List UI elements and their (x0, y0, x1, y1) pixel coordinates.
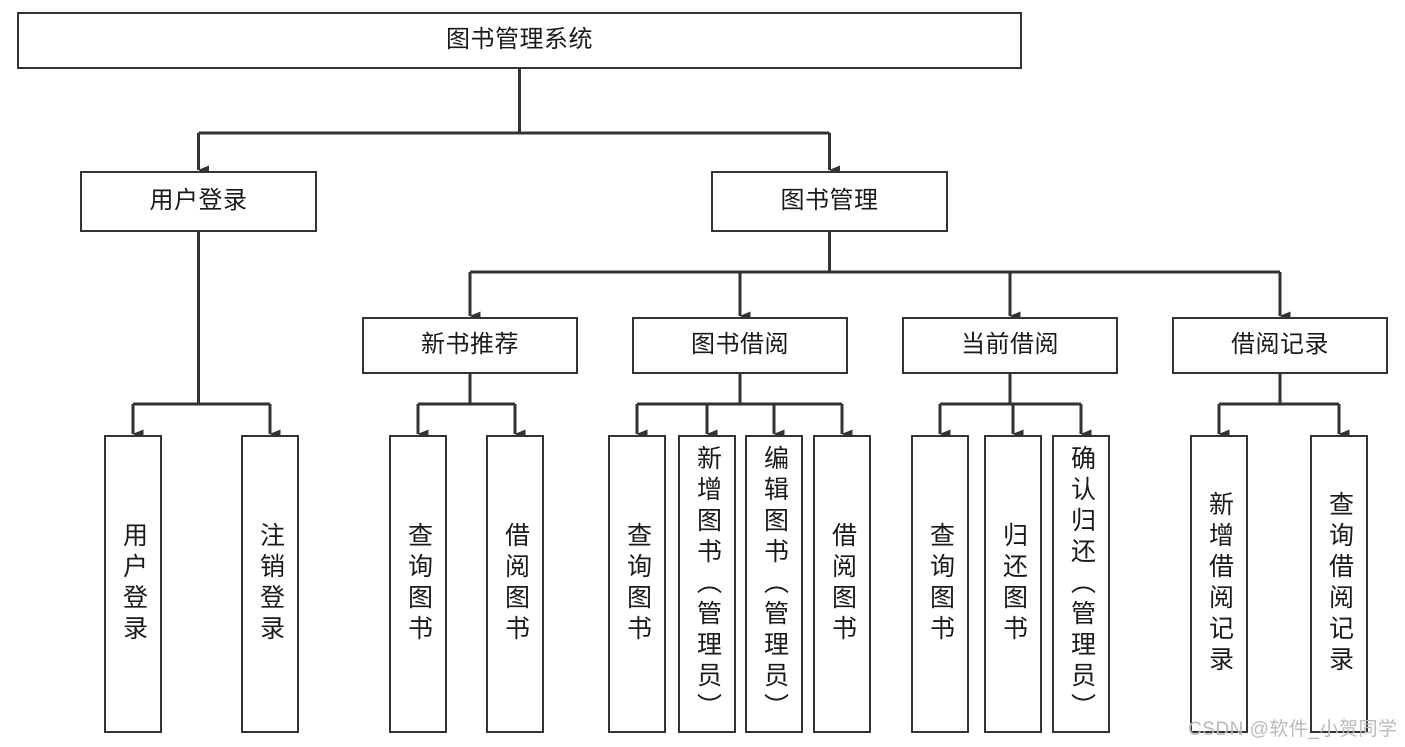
node-label-leaf-bb-borrow: 借阅图书 (828, 522, 857, 646)
node-label-leaf-br-add: 新增借阅记录 (1205, 491, 1234, 677)
node-label-leaf-bb-edit: 编辑图书（管理员） (760, 444, 789, 724)
node-leaf-cb-return[interactable]: 归还图书 (984, 435, 1042, 733)
node-label-current-borrow: 当前借阅 (961, 331, 1059, 359)
node-label-root: 图书管理系统 (446, 26, 593, 54)
watermark-label: CSDN @软件_小贺同学 (1188, 719, 1398, 740)
node-root[interactable]: 图书管理系统 (17, 12, 1022, 69)
node-label-leaf-br-query: 查询借阅记录 (1325, 491, 1354, 677)
node-leaf-bb-query[interactable]: 查询图书 (608, 435, 666, 733)
node-leaf-rec-query[interactable]: 查询图书 (389, 435, 447, 733)
node-label-user-login: 用户登录 (149, 187, 248, 215)
node-label-leaf-cb-return: 归还图书 (999, 522, 1028, 646)
node-label-leaf-bb-add: 新增图书（管理员） (693, 444, 722, 724)
node-leaf-br-query[interactable]: 查询借阅记录 (1310, 435, 1368, 733)
node-user-login[interactable]: 用户登录 (80, 171, 317, 232)
node-label-leaf-bb-query: 查询图书 (623, 522, 652, 646)
node-label-book-manage: 图书管理 (780, 187, 879, 215)
node-book-borrow[interactable]: 图书借阅 (632, 317, 848, 374)
node-label-book-borrow: 图书借阅 (691, 331, 789, 359)
node-leaf-user-login[interactable]: 用户登录 (104, 435, 162, 733)
node-leaf-cb-confirm[interactable]: 确认归还（管理员） (1052, 435, 1110, 733)
node-new-book-rec[interactable]: 新书推荐 (362, 317, 578, 374)
node-current-borrow[interactable]: 当前借阅 (902, 317, 1118, 374)
node-leaf-bb-edit[interactable]: 编辑图书（管理员） (745, 435, 803, 733)
node-leaf-rec-borrow[interactable]: 借阅图书 (486, 435, 544, 733)
node-book-manage[interactable]: 图书管理 (711, 171, 948, 232)
node-borrow-record[interactable]: 借阅记录 (1172, 317, 1388, 374)
node-label-new-book-rec: 新书推荐 (421, 331, 519, 359)
node-label-leaf-cb-confirm: 确认归还（管理员） (1067, 444, 1096, 724)
node-leaf-bb-add[interactable]: 新增图书（管理员） (678, 435, 736, 733)
node-label-borrow-record: 借阅记录 (1231, 331, 1329, 359)
node-label-leaf-user-login: 用户登录 (119, 522, 148, 646)
node-leaf-bb-borrow[interactable]: 借阅图书 (813, 435, 871, 733)
node-leaf-br-add[interactable]: 新增借阅记录 (1190, 435, 1248, 733)
node-leaf-user-logout[interactable]: 注销登录 (241, 435, 299, 733)
node-label-leaf-cb-query: 查询图书 (926, 522, 955, 646)
node-label-leaf-rec-borrow: 借阅图书 (501, 522, 530, 646)
node-label-leaf-rec-query: 查询图书 (404, 522, 433, 646)
node-leaf-cb-query[interactable]: 查询图书 (911, 435, 969, 733)
node-label-leaf-user-logout: 注销登录 (256, 522, 285, 646)
